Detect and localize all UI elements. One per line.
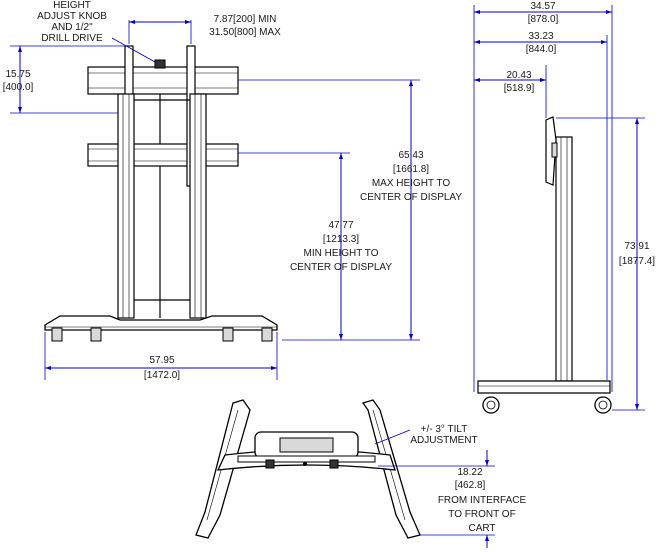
interface-mm: [462.8] [455,480,486,491]
height-adjust-knob [154,59,166,69]
max-height-line1: MAX HEIGHT TO [372,178,451,189]
depth-mm: [878.0] [528,14,559,25]
max-height-inches: 65.43 [398,150,423,161]
knob-label-line4: DRILL DRIVE [41,33,103,44]
width-inches: 57.95 [149,355,174,366]
interface-line2: TO FRONT OF [448,509,515,520]
side-base [477,380,611,394]
left-dim-inches: 15.75 [5,69,30,80]
lower-mount-bar [87,143,239,167]
tilt-bracket-side [545,116,557,186]
caster-front-left [51,327,63,342]
min-height-line1: MIN HEIGHT TO [303,248,378,259]
depth3-mm: [518.9] [504,83,535,94]
side-column [555,136,573,382]
upper-mount-bar [87,66,239,95]
left-column [117,93,135,319]
side-wheel-rear [482,396,500,414]
side-view [473,5,645,414]
max-height-line2: CENTER OF DISPLAY [360,192,462,203]
width-mm: [1472.0] [144,370,180,381]
gap-label-line2: 31.50[800] MAX [209,27,281,38]
front-view [10,20,420,380]
min-height-line2: CENTER OF DISPLAY [290,262,392,273]
cart-base [44,315,278,331]
gap-label-line1: 7.87[200] MIN [214,14,277,25]
left-dim-mm: [400.0] [3,82,34,93]
depth2-mm: [844.0] [526,44,557,55]
depth2-inches: 33.23 [528,31,553,42]
interface-inches: 18.22 [457,467,482,478]
dimension-labels: HEIGHT ADJUST KNOB AND 1/2" DRILL DRIVE … [3,0,656,534]
top-view [195,399,495,548]
caster-rear-left [90,327,102,342]
side-wheel-front [594,396,612,414]
knob-label-line1: HEIGHT [53,0,91,11]
max-height-mm: [1661.8] [393,164,429,175]
caster-rear-right [222,327,234,342]
depth-inches: 34.57 [530,1,555,12]
interface-line1: FROM INTERFACE [438,495,527,506]
height-inches: 73.91 [624,241,649,252]
depth3-inches: 20.43 [506,70,531,81]
min-height-mm: [1213.3] [323,234,359,245]
knob-label-line2: ADJUST KNOB [37,11,107,22]
tilt-label-line2: ADJUSTMENT [410,435,477,446]
right-column [189,93,207,319]
height-mm: [1877.4] [619,256,655,267]
knob-label-line3: AND 1/2" [51,22,93,33]
interface-line3: CART [468,523,495,534]
caster-front-right [261,327,273,342]
tilt-label-line1: +/- 3° TILT [421,424,468,435]
min-height-inches: 47.77 [328,220,353,231]
